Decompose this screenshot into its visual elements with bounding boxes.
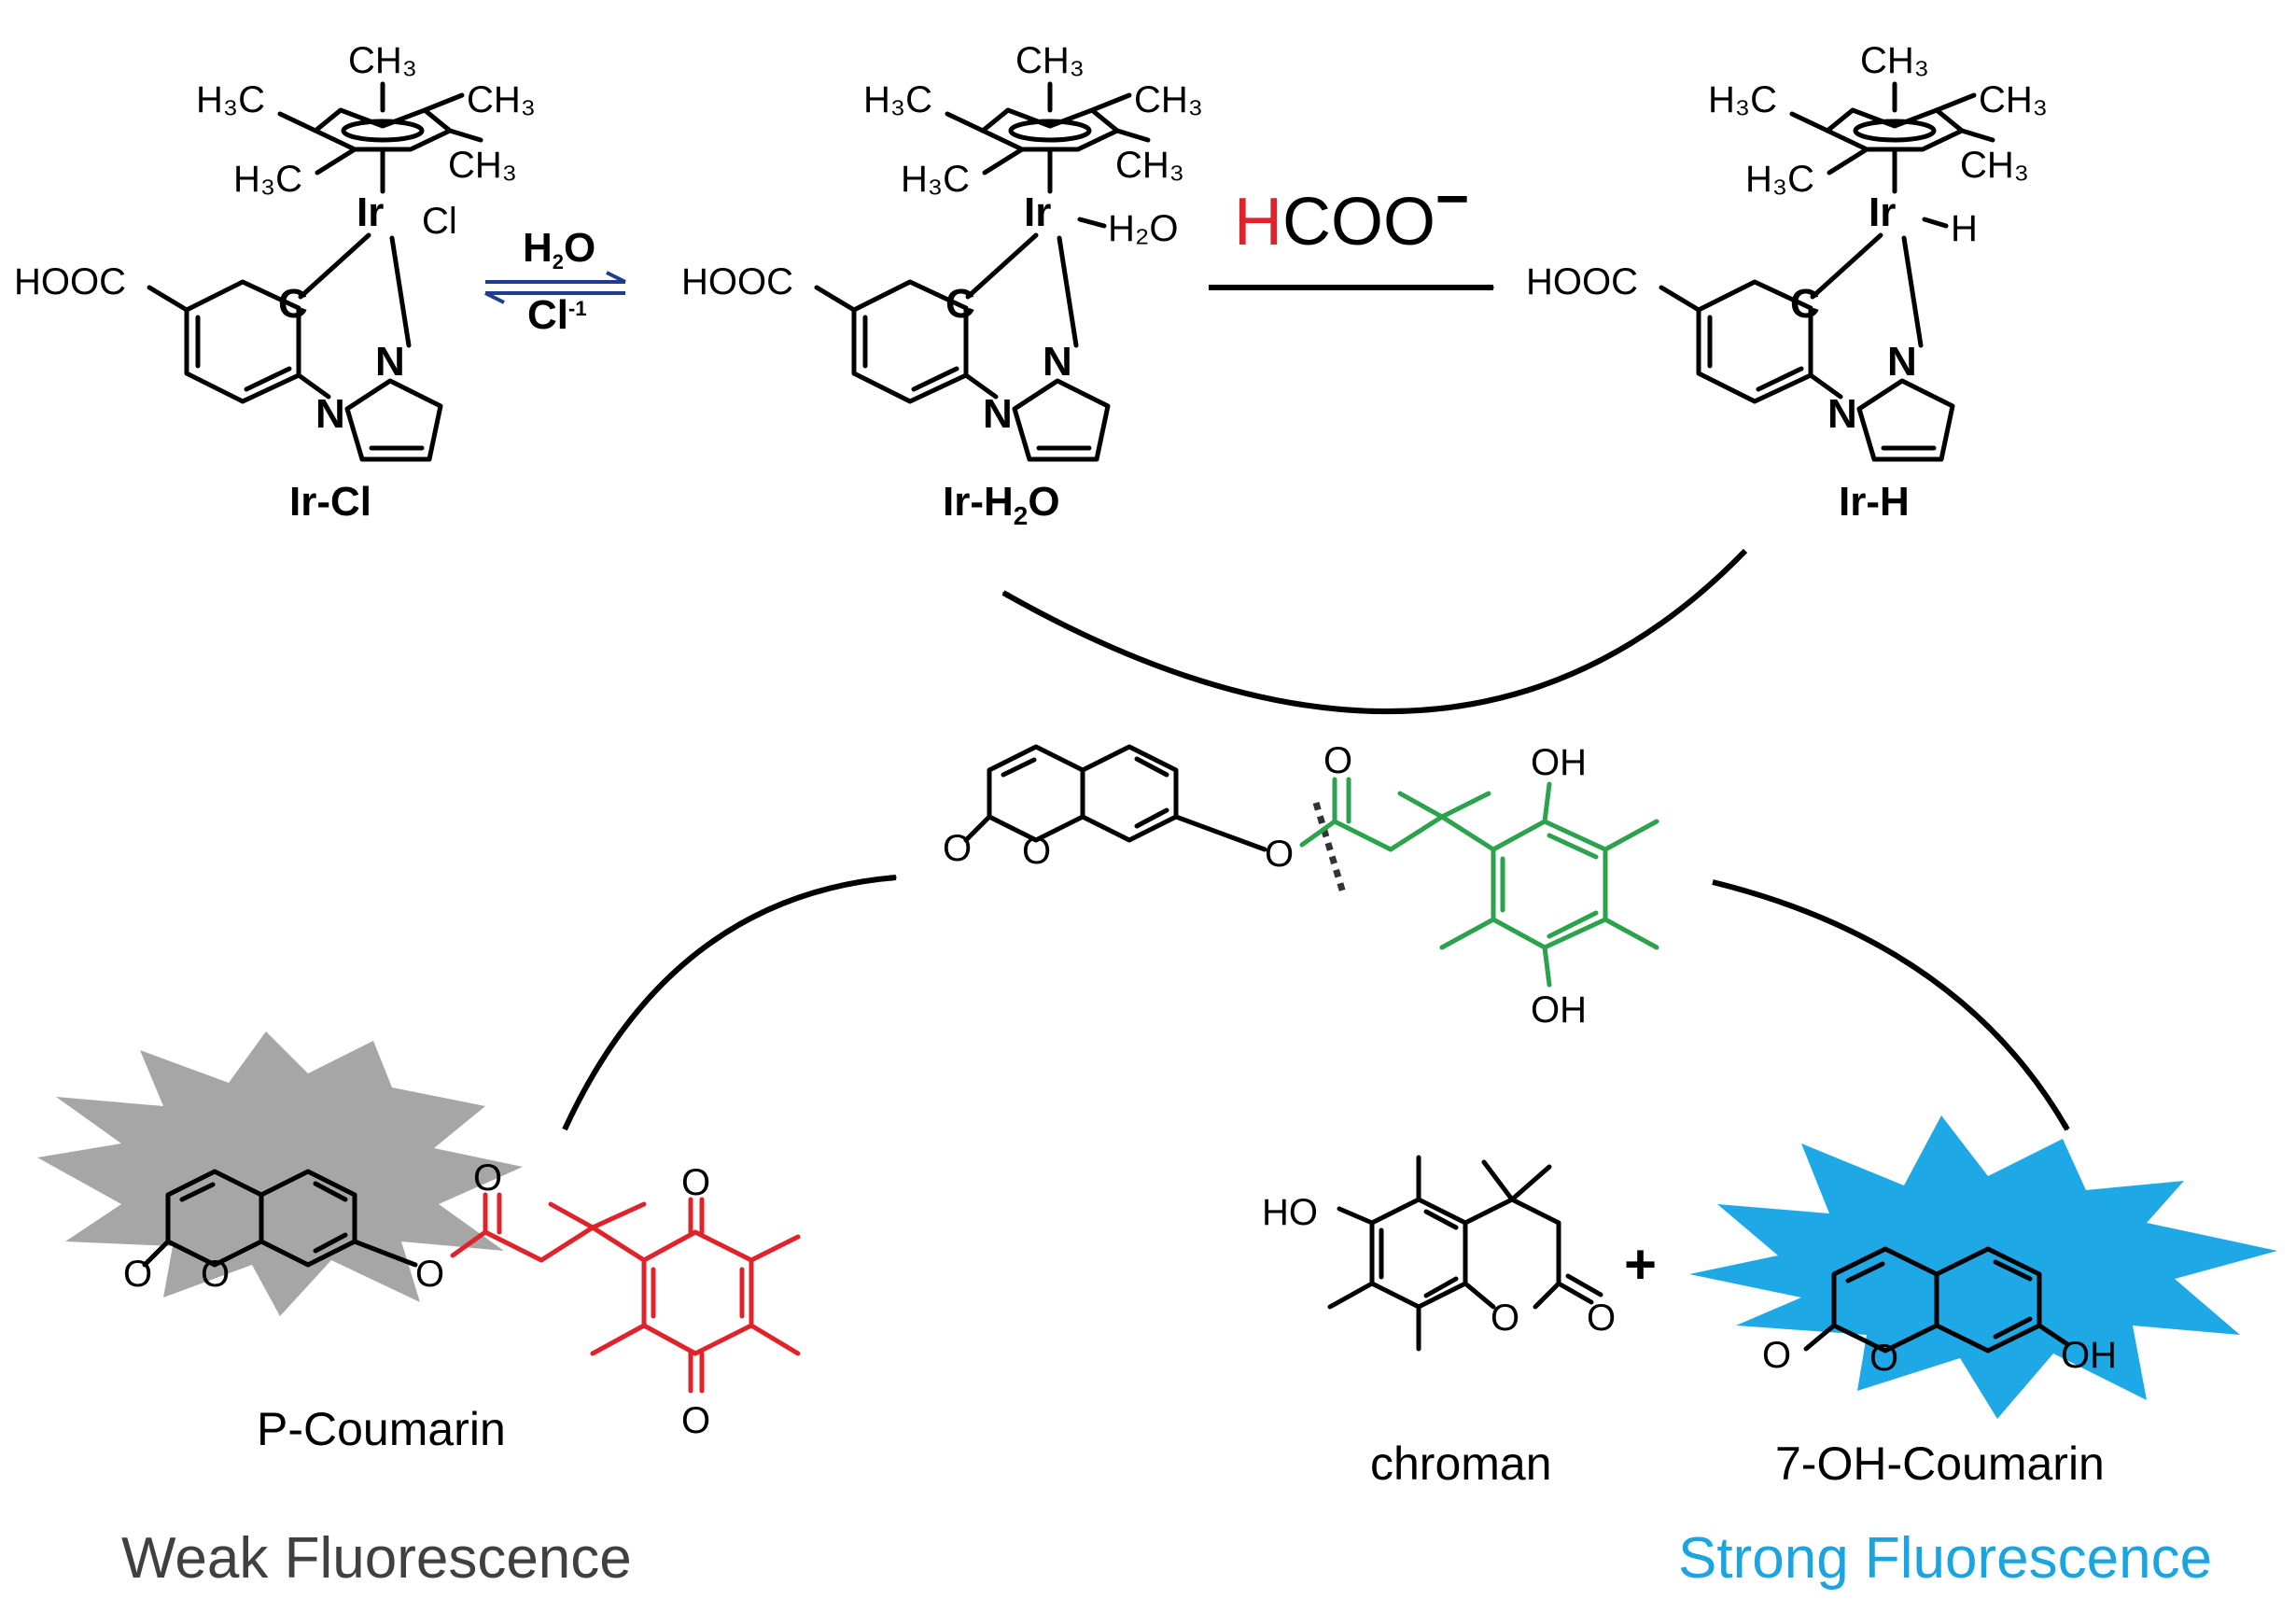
iridium-atom: Ir (357, 189, 384, 235)
formate-arrow: HCOO− (1209, 167, 1495, 291)
weak-fluorescence-label: Weak Fluorescence (121, 1526, 632, 1591)
hydroxyl-top: OH (1531, 742, 1587, 783)
hydroxyl-bottom: OH (1531, 989, 1587, 1031)
hydroquinone-intermediate: O O O O OH OH (943, 740, 1659, 1031)
pyrazole-n-coordinated: N (375, 339, 405, 385)
coumarin-ring-o: O (201, 1254, 230, 1295)
ester-carbonyl-o: O (473, 1157, 502, 1199)
chroman-ring-o: O (1491, 1297, 1519, 1339)
pyrazole-n-coordinated: N (1887, 339, 1917, 385)
chroman-label: chroman (1370, 1438, 1552, 1490)
carboxylic-acid: HOOC (681, 261, 793, 302)
equilibrium-arrow: H2O Cl-1 (484, 225, 626, 338)
cp-methyl-right: CH₃ (467, 79, 536, 120)
coumarin-carbonyl-o: O (123, 1254, 152, 1295)
quinone-carbonyl-top: O (681, 1162, 710, 1203)
pyrazole-n-aryl: N (1827, 391, 1857, 437)
strong-glow-shape (1689, 1115, 2277, 1419)
water-ligand: H₂O (1108, 208, 1179, 249)
ester-o: O (1265, 834, 1294, 875)
p-coumarin-label: P-Coumarin (257, 1403, 506, 1455)
cp-methyl-left: H₃C (196, 79, 265, 120)
pyrazole-n-aryl: N (315, 391, 345, 437)
catalyst-ir-h2o: CH₃ CH₃ CH₃ H₃C H₃C Ir H₂O C N N HOOC Ir… (681, 40, 1203, 530)
equilibrium-reagent-bottom: Cl-1 (527, 292, 587, 338)
catalyst-label-ir-h2o: Ir-H2O (943, 479, 1060, 530)
chloride-ligand: Cl (422, 201, 457, 242)
lactonization-arrow (1712, 879, 2070, 1131)
chroman-hydroxyl: HO (1262, 1192, 1318, 1233)
cp-methyl-right-low: CH₃ (1960, 145, 2029, 186)
chroman: HO O O chroman (1262, 1155, 1616, 1490)
formate-label: HCOO− (1234, 167, 1469, 259)
hydride-ligand: H (1951, 208, 1978, 249)
pyrazole-n-aryl: N (983, 391, 1013, 437)
catalyst-label-ir-h: Ir-H (1839, 479, 1910, 525)
iridium-atom: Ir (1024, 189, 1051, 235)
chroman-carbonyl-o: O (1587, 1297, 1616, 1339)
pyrazole-n-coordinated: N (1043, 339, 1072, 385)
quinone-carbonyl-bottom: O (681, 1400, 710, 1441)
7-oh-coumarin-label: 7-OH-Coumarin (1775, 1438, 2105, 1490)
cp-methyl-right: CH₃ (1134, 79, 1203, 120)
cp-methyl-right: CH₃ (1979, 79, 2048, 120)
catalyst-label-ir-cl: Ir-Cl (289, 479, 371, 525)
coumarin-hydroxyl: OH (2061, 1335, 2117, 1376)
cp-methyl-top: CH₃ (1860, 40, 1929, 81)
carboxylic-acid: HOOC (1526, 261, 1638, 302)
reduction-arrow (562, 874, 898, 1131)
cp-methyl-left: H₃C (863, 79, 932, 120)
coumarin-ring-o: O (1022, 831, 1051, 872)
iridium-atom: Ir (1869, 189, 1896, 235)
regeneration-arrow (1001, 548, 1748, 715)
carboxylic-acid: HOOC (14, 261, 126, 302)
7-oh-coumarin: O O OH 7-OH-Coumarin (1689, 1115, 2277, 1490)
coumarin-carbonyl-o: O (943, 828, 972, 869)
cp-methyl-left-low: H₃C (233, 159, 302, 200)
cp-methyl-top: CH₃ (1015, 40, 1085, 81)
cp-methyl-right-low: CH₃ (448, 145, 517, 186)
coumarin-ring-o: O (1869, 1338, 1898, 1379)
equilibrium-reagent-top: H2O (523, 225, 595, 274)
weak-glow-shape (37, 1031, 523, 1316)
metallated-carbon: C (1790, 281, 1820, 327)
ester-carbonyl-o: O (1323, 740, 1352, 781)
catalyst-ir-cl: CH₃ CH₃ CH₃ H₃C H₃C Ir Cl C N N HOOC Ir-… (14, 40, 536, 525)
cp-methyl-top: CH₃ (348, 40, 417, 81)
plus-sign: + (1624, 1233, 1657, 1296)
coumarin-carbonyl-o: O (1762, 1335, 1791, 1376)
p-coumarin: O O O O O O P-Coumarin (37, 1031, 801, 1455)
strong-fluorescence-label: Strong Fluorescence (1678, 1526, 2212, 1591)
metallated-carbon: C (278, 281, 308, 327)
cp-methyl-left-low: H₃C (1745, 159, 1814, 200)
cp-methyl-left: H₃C (1708, 79, 1777, 120)
ester-o: O (415, 1254, 444, 1295)
catalyst-ir-h: CH₃ CH₃ CH₃ H₃C H₃C Ir H C N N HOOC Ir-H (1526, 40, 2048, 525)
cp-methyl-right-low: CH₃ (1115, 145, 1184, 186)
metallated-carbon: C (945, 281, 975, 327)
cp-methyl-left-low: H₃C (901, 159, 970, 200)
